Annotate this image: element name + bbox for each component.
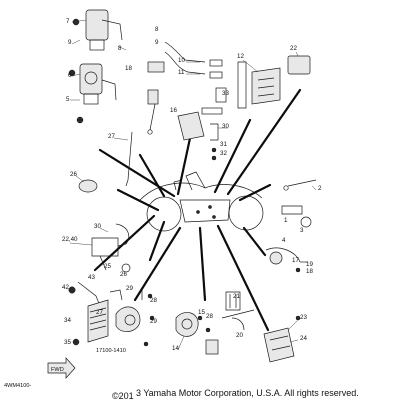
callout-8: 8 [118, 45, 122, 52]
callout-43: 43 [88, 274, 95, 281]
callout-42: 42 [62, 284, 69, 291]
callout-22-40: 22,40 [62, 236, 78, 243]
callout-18-b: 18 [306, 268, 313, 275]
callout-27-b: 27 [96, 309, 103, 316]
ignition-switch-assembly [68, 9, 123, 124]
callout-28: 28 [150, 297, 157, 304]
connector-leads [147, 41, 223, 135]
callout-8-b: 8 [155, 26, 159, 33]
callout-16: 16 [170, 107, 177, 114]
cdi-unit [215, 55, 311, 109]
callout-32: 32 [220, 150, 227, 157]
rectifier-regulator [72, 289, 123, 346]
copyright-prefix: ©201 [112, 391, 134, 400]
part-callouts: 7 9 8 6 5 8 9 10 11 12 22 18 33 27 16 30… [62, 18, 322, 352]
callout-29-b: 29 [150, 318, 157, 325]
callout-4: 4 [282, 237, 286, 244]
callout-leaders [69, 19, 317, 351]
fwd-indicator: FWD [47, 357, 76, 379]
callout-10: 10 [178, 57, 185, 64]
callout-11: 11 [178, 69, 185, 76]
callout-15: 15 [198, 309, 205, 316]
callout-25: 25 [104, 263, 111, 270]
callout-29: 29 [126, 285, 133, 292]
callout-12: 12 [237, 53, 244, 60]
callout-2: 2 [318, 185, 322, 192]
callout-31: 31 [220, 141, 227, 148]
callout-24: 24 [300, 335, 307, 342]
copyright-text: 3 Yamaha Motor Corporation, U.S.A. All r… [136, 388, 359, 398]
callout-19: 19 [306, 261, 313, 268]
starter-relay [175, 291, 241, 355]
diagram-code: 4WM4100- [4, 383, 31, 389]
motorcycle-outline [139, 171, 264, 232]
neutral-switch-group [265, 179, 317, 273]
harness-leaders [93, 88, 302, 332]
callout-30-b: 30 [94, 223, 101, 230]
callout-21: 21 [233, 293, 240, 300]
horn [115, 290, 155, 347]
relay-bracket [125, 107, 223, 187]
callout-18: 18 [125, 65, 132, 72]
drawing-reference: 17100-1410 [96, 348, 126, 354]
callout-9-b: 9 [155, 39, 159, 46]
ignition-coil [221, 309, 301, 363]
callout-23: 23 [300, 314, 307, 321]
callout-6: 6 [68, 72, 72, 79]
callout-34: 34 [64, 317, 71, 324]
callout-5: 5 [66, 96, 70, 103]
callout-9: 9 [68, 39, 72, 46]
callout-17: 17 [292, 257, 299, 264]
callout-22: 22 [290, 45, 297, 52]
callout-7: 7 [66, 18, 70, 25]
callout-1: 1 [284, 217, 288, 224]
horn-and-clamps [68, 179, 131, 307]
callout-27: 27 [108, 133, 115, 140]
callout-3: 3 [300, 227, 304, 234]
callout-14: 14 [172, 345, 179, 352]
callout-28-b: 28 [206, 313, 213, 320]
callout-35: 35 [64, 339, 71, 346]
callout-30: 30 [222, 123, 229, 130]
callout-20: 20 [236, 332, 243, 339]
callout-33: 33 [222, 90, 229, 97]
callout-26-b: 26 [120, 271, 127, 278]
fwd-label: FWD [51, 367, 64, 373]
callout-26: 26 [70, 171, 77, 178]
